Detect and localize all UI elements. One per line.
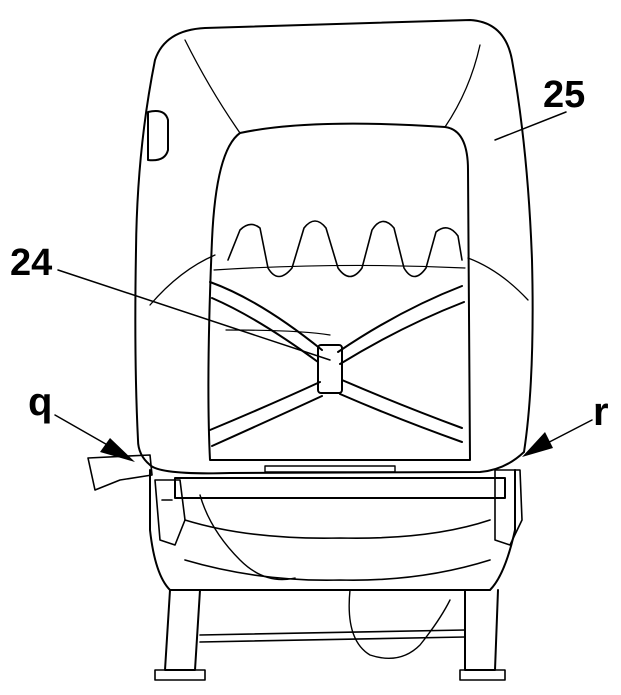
bolster-seam-left xyxy=(150,255,215,305)
arrow-q xyxy=(100,438,135,462)
strap-right-lower xyxy=(340,380,462,442)
rail-slot xyxy=(265,466,395,472)
strap-left-upper xyxy=(210,282,322,362)
wiring-harness xyxy=(200,495,450,658)
frame-crossbar xyxy=(185,520,490,538)
callout-25: 25 xyxy=(543,74,586,116)
recliner-lever xyxy=(88,455,152,490)
strap-buckle xyxy=(318,345,342,393)
wave-spring xyxy=(228,221,462,277)
inner-cushion-outline xyxy=(208,124,470,460)
arrow-r xyxy=(522,432,553,457)
strap-right-upper xyxy=(338,286,464,364)
seat-back-outline xyxy=(135,20,532,473)
callout-q: q xyxy=(28,380,53,424)
rail-left xyxy=(165,590,200,670)
leader-25 xyxy=(495,112,566,140)
lower-frame xyxy=(150,470,515,590)
cushion-line-1 xyxy=(214,265,465,270)
recliner-right xyxy=(495,470,522,545)
recliner-left xyxy=(155,480,185,545)
side-handle xyxy=(148,111,168,160)
bolster-seam-right xyxy=(468,258,528,300)
rail-foot-left xyxy=(155,670,205,680)
top-seam-right xyxy=(445,45,480,127)
rail-foot-right xyxy=(460,670,505,680)
leader-24 xyxy=(58,270,330,360)
rail-bar xyxy=(175,478,505,498)
rail-right xyxy=(465,590,498,670)
callout-24: 24 xyxy=(10,242,53,284)
top-seam-left xyxy=(185,40,240,133)
callout-r: r xyxy=(593,390,609,434)
frame-lower-tube xyxy=(185,560,490,580)
strap-left-lower xyxy=(210,382,322,446)
rail-connector xyxy=(200,630,465,642)
